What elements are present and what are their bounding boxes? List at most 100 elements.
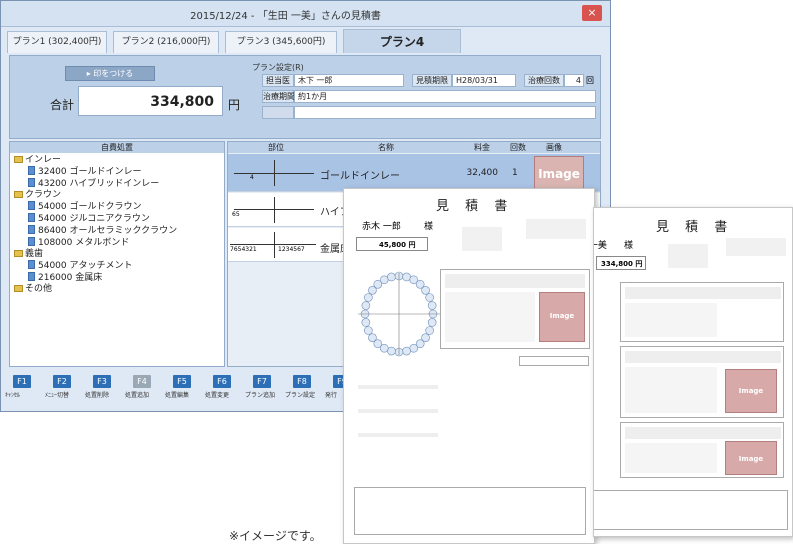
- tree-item[interactable]: 108000 メタルボンド: [14, 237, 177, 249]
- tab-plan-2[interactable]: プラン2 (216,000円): [113, 31, 219, 53]
- tree-item-label: インレー: [25, 155, 62, 165]
- treatment-detail-1: [620, 282, 784, 342]
- period-field[interactable]: 約1か月: [294, 90, 596, 103]
- tree-item-label: 108000 メタルボンド: [38, 238, 130, 248]
- image-label: Image: [549, 312, 575, 321]
- tree-item-label: 216000 金属床: [38, 273, 103, 283]
- image-placeholder-label: Image: [538, 167, 580, 181]
- treatment-detail-2: Image: [620, 346, 784, 418]
- detail-header: [445, 274, 585, 288]
- total-field: 334,800: [78, 86, 223, 116]
- document-icon: [28, 225, 35, 234]
- tooth: [364, 293, 373, 302]
- tree-item[interactable]: 54000 アタッチメント: [14, 260, 177, 272]
- document-icon: [28, 178, 35, 187]
- remarks-box: [354, 487, 586, 535]
- treatment-name: 金属床: [320, 244, 350, 255]
- tree-item-label: 86400 オールセラミッククラウン: [38, 226, 178, 236]
- key-cap: F3: [93, 375, 111, 388]
- treatment-count-field[interactable]: 4: [564, 74, 584, 87]
- tab-plan-1[interactable]: プラン1 (302,400円): [7, 31, 107, 53]
- header-name: 名称: [378, 143, 394, 152]
- tooth: [373, 339, 383, 349]
- tree-item-label: 54000 アタッチメント: [38, 261, 133, 271]
- close-button[interactable]: ×: [582, 5, 602, 21]
- remarks-box: [594, 490, 788, 530]
- list-header: 部位 名称 料金 回数 画像: [228, 142, 600, 153]
- amount-value: 45,800 円: [379, 241, 416, 249]
- tooth: [425, 293, 434, 302]
- tree-item[interactable]: 54000 ゴールドクラウン: [14, 201, 177, 213]
- treatment-count: 1: [512, 168, 518, 178]
- memo-field[interactable]: [294, 106, 596, 119]
- tree-item[interactable]: インレー: [14, 155, 177, 166]
- patient-name: 生田 一美: [594, 241, 607, 251]
- sheet-title: 見 積 書: [436, 199, 514, 214]
- key-label: 発行: [325, 392, 338, 399]
- tree-item[interactable]: 86400 オールセラミッククラウン: [14, 225, 177, 237]
- tooth: [379, 275, 389, 285]
- tooth: [425, 326, 434, 335]
- tree-item-label: 54000 ジルコニアクラウン: [38, 214, 150, 224]
- tooth: [427, 318, 437, 327]
- tooth: [361, 318, 371, 327]
- detail-header: [625, 287, 781, 299]
- note-line-2: [358, 409, 438, 413]
- tree-item[interactable]: その他: [14, 284, 177, 295]
- tree-item[interactable]: 32400 ゴールドインレー: [14, 166, 177, 178]
- tooth-number: 4: [250, 174, 254, 181]
- tooth-number-left: 7654321: [230, 246, 257, 253]
- tree-item[interactable]: 54000 ジルコニアクラウン: [14, 213, 177, 225]
- detail-text: [625, 367, 717, 413]
- tooth: [402, 346, 411, 356]
- tree-item[interactable]: 216000 金属床: [14, 272, 177, 284]
- key-label: ｷｬﾝｾﾙ: [5, 392, 21, 399]
- treatment-image[interactable]: Image: [534, 156, 584, 190]
- note-line-1: [358, 385, 438, 389]
- tab-plan-3[interactable]: プラン3 (345,600円): [225, 31, 337, 53]
- treatment-price: 32,400: [466, 168, 499, 178]
- doctor-label: 担当医: [262, 74, 294, 87]
- key-cap: F2: [53, 375, 71, 388]
- tree-item[interactable]: 義歯: [14, 249, 177, 260]
- tooth: [368, 286, 377, 295]
- treatment-count-label: 治療回数: [524, 74, 564, 87]
- issue-info: [526, 219, 586, 239]
- honorific: 様: [424, 222, 434, 232]
- dental-chart: [358, 271, 440, 357]
- detail-text: [625, 443, 717, 473]
- key-cap: F7: [253, 375, 271, 388]
- tooth: [387, 272, 396, 282]
- tooth: [427, 301, 437, 310]
- note-line-3: [358, 433, 438, 437]
- key-label: 処置追加: [125, 392, 150, 399]
- tooth: [409, 275, 419, 285]
- treatment-detail: Image: [440, 269, 590, 349]
- detail-image: Image: [539, 292, 585, 342]
- tree-item[interactable]: クラウン: [14, 190, 177, 201]
- amount-box: 334,800 円: [596, 256, 646, 270]
- key-label: プラン設定: [285, 392, 316, 399]
- tab-plan-4[interactable]: プラン4: [343, 29, 461, 53]
- plan-settings: プラン設定(R) 担当医 木下 一郎 見積期限 H28/03/31 治療回数 4…: [246, 62, 596, 134]
- tooth: [421, 333, 430, 342]
- estimate-date-field[interactable]: H28/03/31: [452, 74, 516, 87]
- list-row-1[interactable]: 4 ゴールドインレー 32,400 1 Image: [228, 154, 600, 192]
- tree-item-label: 義歯: [25, 249, 44, 259]
- detail-image: Image: [725, 369, 777, 413]
- doctor-field[interactable]: 木下 一郎: [294, 74, 404, 87]
- folder-icon: [14, 156, 23, 163]
- document-icon: [28, 272, 35, 281]
- mark-button[interactable]: ▸ 印をつける: [65, 66, 155, 81]
- tree-item[interactable]: 43200 ハイブリッドインレー: [14, 178, 177, 190]
